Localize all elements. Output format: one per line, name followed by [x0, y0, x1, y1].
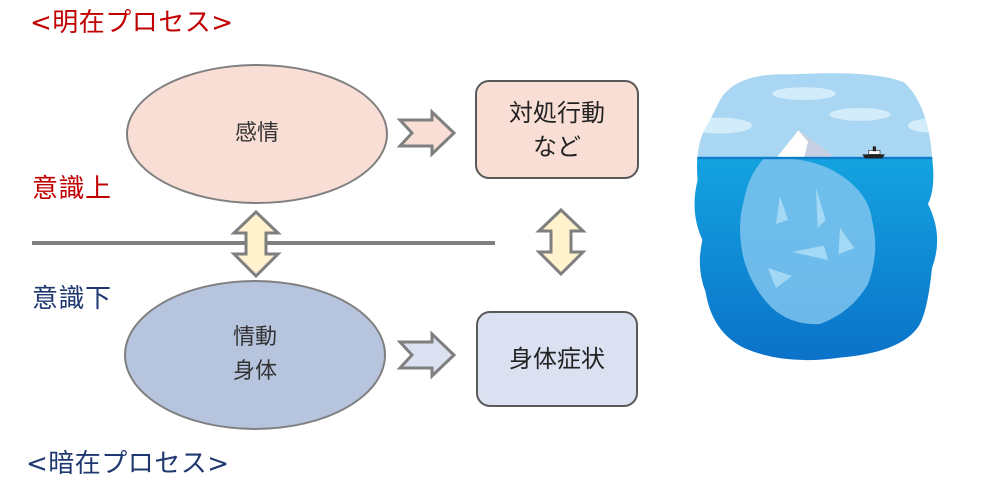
left-up-down-arrow — [230, 209, 282, 279]
cloud — [908, 118, 938, 133]
symptoms-label: 身体症状 — [509, 345, 605, 373]
ship-icon — [862, 154, 885, 159]
cloud — [772, 87, 836, 100]
submerged-iceberg — [740, 158, 876, 325]
iceberg-tip-shadow — [798, 130, 834, 159]
subconscious-label: 意識下 — [32, 284, 112, 314]
affect-label: 情動 — [232, 325, 277, 350]
iceberg-scene — [694, 73, 938, 361]
coping-label-line2: など — [533, 132, 581, 161]
conscious-label: 意識上 — [32, 174, 112, 204]
coping-label-line1: 対処行動 — [509, 98, 605, 127]
physical-symptoms-box: 身体症状 — [476, 311, 638, 407]
lower-right-arrow — [396, 330, 457, 380]
water-line — [694, 156, 938, 160]
implicit-process-heading: <暗在プロセス> — [26, 449, 230, 479]
ship-funnel — [872, 146, 876, 152]
emotion-ellipse: 感情 — [126, 64, 388, 204]
affect-body-ellipse: 情動 身体 — [124, 280, 386, 430]
cloud — [829, 108, 891, 121]
right-up-down-arrow — [535, 207, 587, 277]
cloud — [694, 117, 752, 134]
iceberg-illustration — [694, 73, 938, 361]
upper-right-arrow — [396, 108, 457, 158]
body-label: 身体 — [232, 359, 277, 384]
iceberg-highlights — [768, 188, 855, 288]
explicit-process-heading: <明在プロセス> — [30, 8, 234, 38]
emotion-label: 感情 — [234, 121, 279, 146]
coping-behavior-box: 対処行動 など — [475, 80, 639, 179]
